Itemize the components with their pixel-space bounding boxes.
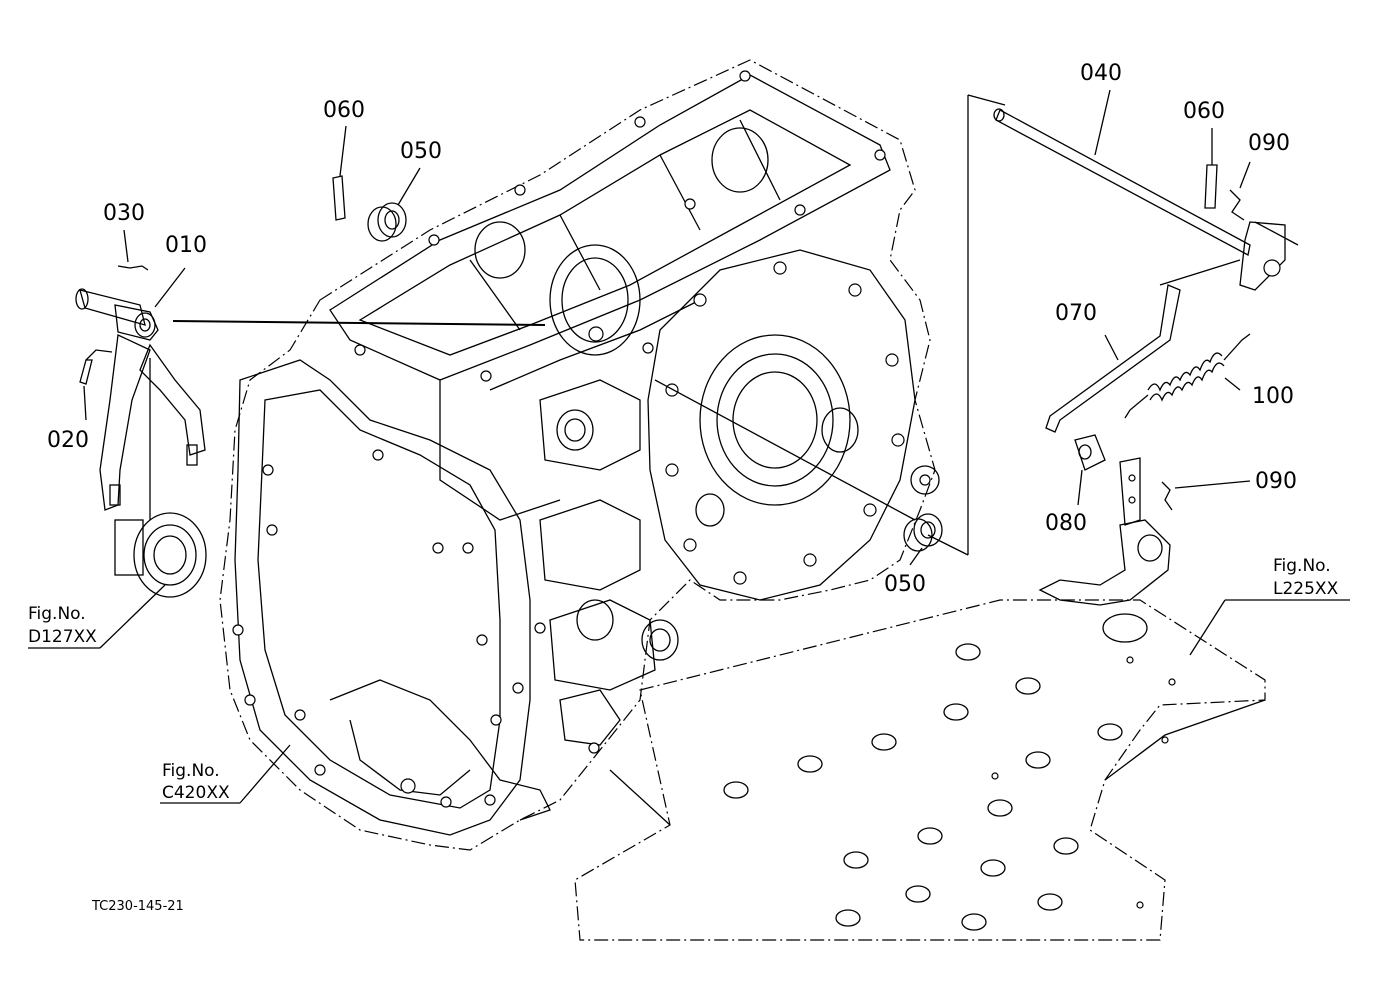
pin-060-left [332, 125, 347, 221]
spring-pin-030 [117, 229, 149, 271]
callout-070: 070 [1055, 301, 1097, 326]
callout-080: 080 [1045, 511, 1087, 536]
fig-ref-l225-label: Fig.No. [1273, 556, 1331, 576]
leader-c420-diag [239, 744, 291, 804]
bearing-050-upper [367, 167, 421, 242]
rear-flange [647, 249, 940, 601]
bearing-050-lower [654, 379, 943, 566]
transmission-case [219, 59, 936, 851]
fig-ref-d127-code: D127XX [28, 627, 97, 647]
collar-080 [1074, 434, 1106, 506]
spring-100 [1124, 333, 1251, 419]
release-bearing [99, 512, 207, 649]
clip-090-lower [1161, 480, 1251, 511]
shift-fork-010 [75, 267, 546, 520]
fig-ref-l225-code: L225XX [1273, 579, 1339, 599]
drawing-code: TC230-145-21 [91, 899, 184, 914]
clip-090-upper [1229, 161, 1251, 221]
callout-060-left: 060 [323, 98, 365, 123]
rod-arm-plate [1159, 221, 1299, 291]
callout-060-right: 060 [1183, 99, 1225, 124]
callout-090-upper: 090 [1248, 131, 1290, 156]
callout-020: 020 [47, 428, 89, 453]
link-rod-070 [1045, 284, 1181, 433]
fig-ref-c420-code: C420XX [162, 783, 230, 803]
floor-plate [574, 599, 1350, 941]
callout-090-lower: 090 [1255, 469, 1297, 494]
callout-030: 030 [103, 201, 145, 226]
lever-post [1038, 457, 1171, 606]
callout-040: 040 [1080, 61, 1122, 86]
callout-100: 100 [1252, 384, 1294, 409]
pin-060-right [1204, 128, 1218, 209]
fig-ref-d127-label: Fig.No. [28, 604, 86, 624]
callout-010: 010 [165, 233, 207, 258]
rod-040 [927, 89, 1251, 556]
pin-020 [79, 349, 113, 421]
fig-ref-c420-label: Fig.No. [162, 761, 220, 781]
callout-050-upper: 050 [400, 139, 442, 164]
callout-050-lower: 050 [884, 572, 926, 597]
